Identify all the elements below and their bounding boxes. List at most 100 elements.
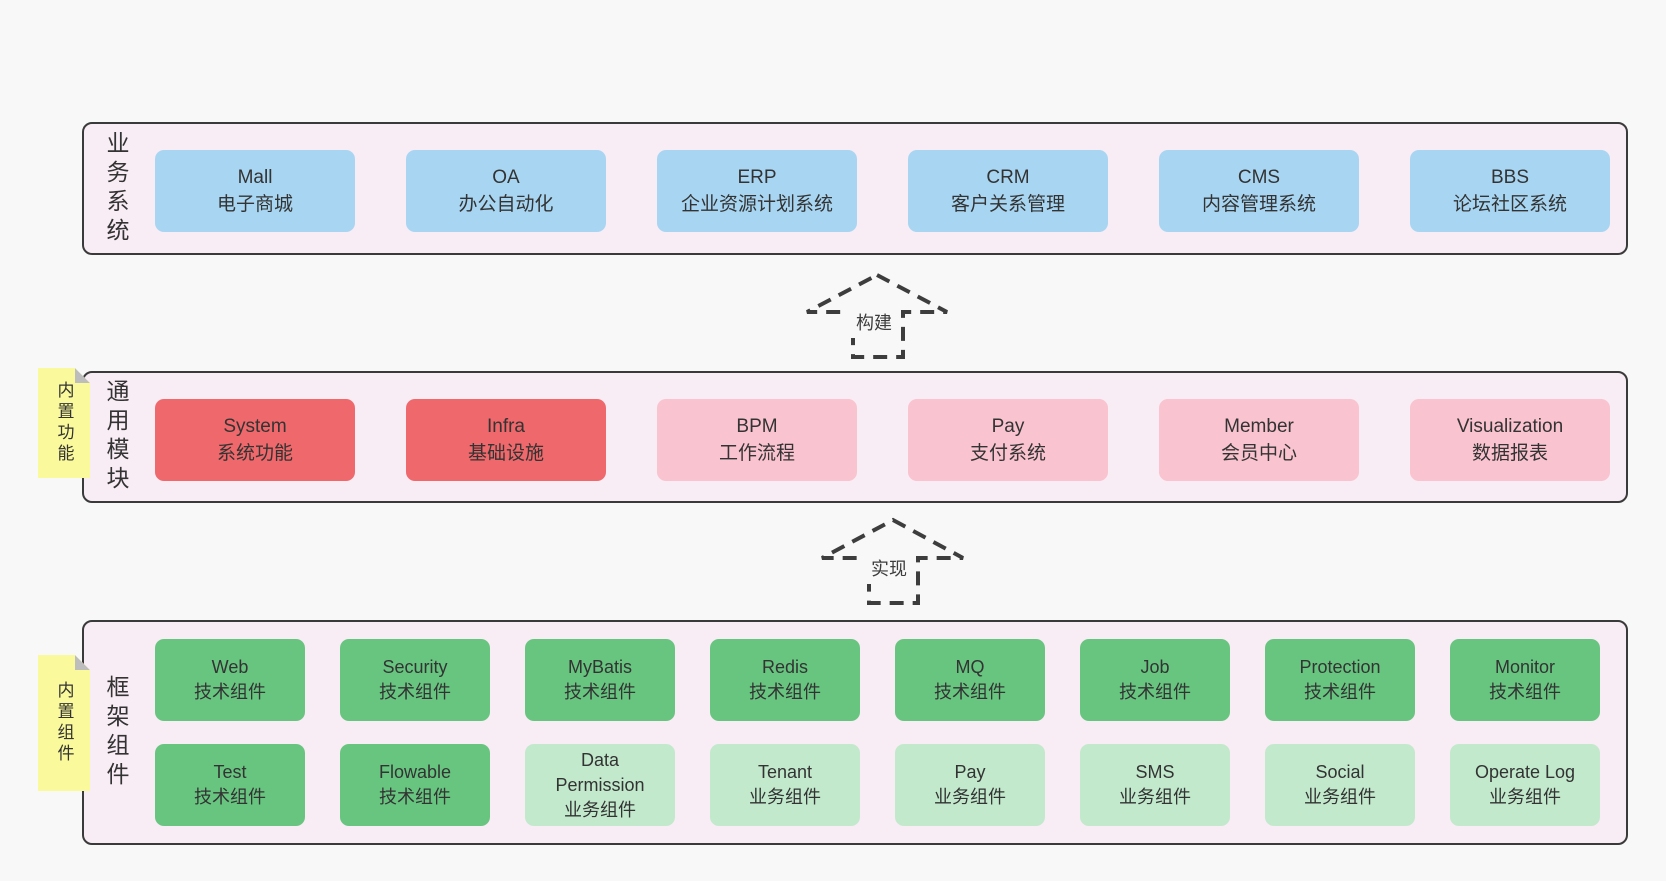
box-crm: CRM 客户关系管理 xyxy=(908,150,1108,232)
box-infra: Infra 基础设施 xyxy=(406,399,606,481)
box-flowable-title: Flowable xyxy=(378,762,452,782)
box-mall-subtitle: 电子商城 xyxy=(216,194,293,215)
box-cms-title: CMS xyxy=(1237,167,1281,188)
box-job-title: Job xyxy=(1140,657,1170,677)
common-modules-label: 通用模块 xyxy=(103,379,129,495)
sticky-note-built-in-components-text: 内置组件 xyxy=(54,681,74,765)
box-test: Test 技术组件 xyxy=(155,744,305,826)
box-pay-biz: Pay 业务组件 xyxy=(895,744,1045,826)
framework-components-row-2: Test 技术组件 Flowable 技术组件 Data Permission … xyxy=(155,744,1600,826)
box-sms-title: SMS xyxy=(1135,762,1175,782)
box-bbs-title: BBS xyxy=(1490,167,1530,188)
box-security-subtitle: 技术组件 xyxy=(379,682,451,702)
box-flowable-subtitle: 技术组件 xyxy=(379,787,451,807)
box-pay-biz-title: Pay xyxy=(954,762,986,782)
box-infra-title: Infra xyxy=(486,416,526,437)
box-protection: Protection 技术组件 xyxy=(1265,639,1415,721)
box-mall: Mall 电子商城 xyxy=(155,150,355,232)
box-visualization: Visualization 数据报表 xyxy=(1410,399,1610,481)
box-mq: MQ 技术组件 xyxy=(895,639,1045,721)
box-monitor: Monitor 技术组件 xyxy=(1450,639,1600,721)
box-tenant: Tenant 业务组件 xyxy=(710,744,860,826)
sticky-note-built-in-features-text: 内置功能 xyxy=(54,381,74,465)
box-redis-title: Redis xyxy=(761,657,809,677)
box-mybatis-title: MyBatis xyxy=(567,657,632,677)
build-arrow-label: 构建 xyxy=(849,308,899,338)
box-member-subtitle: 会员中心 xyxy=(1220,443,1297,464)
box-test-title: Test xyxy=(213,762,247,782)
box-crm-title: CRM xyxy=(986,167,1030,188)
box-cms-subtitle: 内容管理系统 xyxy=(1201,194,1316,215)
box-erp-title: ERP xyxy=(737,167,777,188)
box-social: Social 业务组件 xyxy=(1265,744,1415,826)
box-social-title: Social xyxy=(1315,762,1365,782)
box-protection-subtitle: 技术组件 xyxy=(1304,682,1376,702)
box-data-permission-subtitle: 业务组件 xyxy=(564,799,636,820)
box-erp: ERP 企业资源计划系统 xyxy=(657,150,857,232)
box-bbs: BBS 论坛社区系统 xyxy=(1410,150,1610,232)
box-crm-subtitle: 客户关系管理 xyxy=(950,194,1065,215)
sticky-note-built-in-features: 内置功能 xyxy=(38,368,90,478)
box-tenant-subtitle: 业务组件 xyxy=(749,787,821,807)
framework-components-label: 框架组件 xyxy=(103,674,129,791)
box-redis-subtitle: 技术组件 xyxy=(749,682,821,702)
box-oa-title: OA xyxy=(492,167,520,188)
box-pay-title: Pay xyxy=(991,416,1025,437)
box-bbs-subtitle: 论坛社区系统 xyxy=(1452,194,1567,215)
box-monitor-title: Monitor xyxy=(1494,657,1556,677)
common-modules-panel: 通用模块 System 系统功能 Infra 基础设施 BPM 工作流程 Pay… xyxy=(82,371,1628,503)
box-pay-biz-subtitle: 业务组件 xyxy=(934,787,1006,807)
box-member: Member 会员中心 xyxy=(1159,399,1359,481)
box-cms: CMS 内容管理系统 xyxy=(1159,150,1359,232)
box-monitor-subtitle: 技术组件 xyxy=(1489,682,1561,702)
box-job-subtitle: 技术组件 xyxy=(1119,682,1191,702)
common-modules-row: System 系统功能 Infra 基础设施 BPM 工作流程 Pay 支付系统… xyxy=(155,399,1610,481)
box-operate-log: Operate Log 业务组件 xyxy=(1450,744,1600,826)
box-mybatis-subtitle: 技术组件 xyxy=(564,682,636,702)
box-mybatis: MyBatis 技术组件 xyxy=(525,639,675,721)
build-arrow-icon xyxy=(806,272,948,359)
box-operate-log-subtitle: 业务组件 xyxy=(1489,787,1561,807)
box-system-title: System xyxy=(223,416,287,437)
box-web: Web 技术组件 xyxy=(155,639,305,721)
box-pay-subtitle: 支付系统 xyxy=(969,443,1046,464)
business-systems-panel: 业务系统 Mall 电子商城 OA 办公自动化 ERP 企业资源计划系统 CRM… xyxy=(82,122,1628,255)
box-pay: Pay 支付系统 xyxy=(908,399,1108,481)
box-social-subtitle: 业务组件 xyxy=(1304,787,1376,807)
box-flowable: Flowable 技术组件 xyxy=(340,744,490,826)
box-oa-subtitle: 办公自动化 xyxy=(458,194,554,215)
box-sms-subtitle: 业务组件 xyxy=(1119,787,1191,807)
box-bpm-subtitle: 工作流程 xyxy=(718,443,795,464)
box-mq-subtitle: 技术组件 xyxy=(934,682,1006,702)
box-test-subtitle: 技术组件 xyxy=(194,787,266,807)
box-oa: OA 办公自动化 xyxy=(406,150,606,232)
business-systems-label: 业务系统 xyxy=(103,130,129,247)
box-security: Security 技术组件 xyxy=(340,639,490,721)
box-data-permission-title: Data Permission xyxy=(555,749,645,795)
box-operate-log-title: Operate Log xyxy=(1474,762,1576,782)
box-visualization-title: Visualization xyxy=(1456,416,1564,437)
box-system-subtitle: 系统功能 xyxy=(216,443,293,464)
box-sms: SMS 业务组件 xyxy=(1080,744,1230,826)
framework-components-panel: 框架组件 Web 技术组件 Security 技术组件 MyBatis 技术组件… xyxy=(82,620,1628,845)
box-web-title: Web xyxy=(211,657,249,677)
box-tenant-title: Tenant xyxy=(757,762,813,782)
framework-components-row-1: Web 技术组件 Security 技术组件 MyBatis 技术组件 Redi… xyxy=(155,639,1600,721)
sticky-note-built-in-components: 内置组件 xyxy=(38,655,90,791)
box-member-title: Member xyxy=(1224,416,1294,437)
box-protection-title: Protection xyxy=(1299,657,1381,677)
box-mall-title: Mall xyxy=(237,167,273,188)
box-infra-subtitle: 基础设施 xyxy=(467,443,544,464)
box-visualization-subtitle: 数据报表 xyxy=(1471,443,1548,464)
implement-arrow-icon xyxy=(821,517,964,605)
business-systems-row: Mall 电子商城 OA 办公自动化 ERP 企业资源计划系统 CRM 客户关系… xyxy=(155,150,1610,232)
box-system: System 系统功能 xyxy=(155,399,355,481)
box-job: Job 技术组件 xyxy=(1080,639,1230,721)
box-erp-subtitle: 企业资源计划系统 xyxy=(680,194,833,215)
box-mq-title: MQ xyxy=(955,657,985,677)
implement-arrow-label: 实现 xyxy=(864,554,914,584)
box-bpm: BPM 工作流程 xyxy=(657,399,857,481)
box-bpm-title: BPM xyxy=(736,416,778,437)
box-data-permission: Data Permission 业务组件 xyxy=(525,744,675,826)
box-security-title: Security xyxy=(382,657,448,677)
